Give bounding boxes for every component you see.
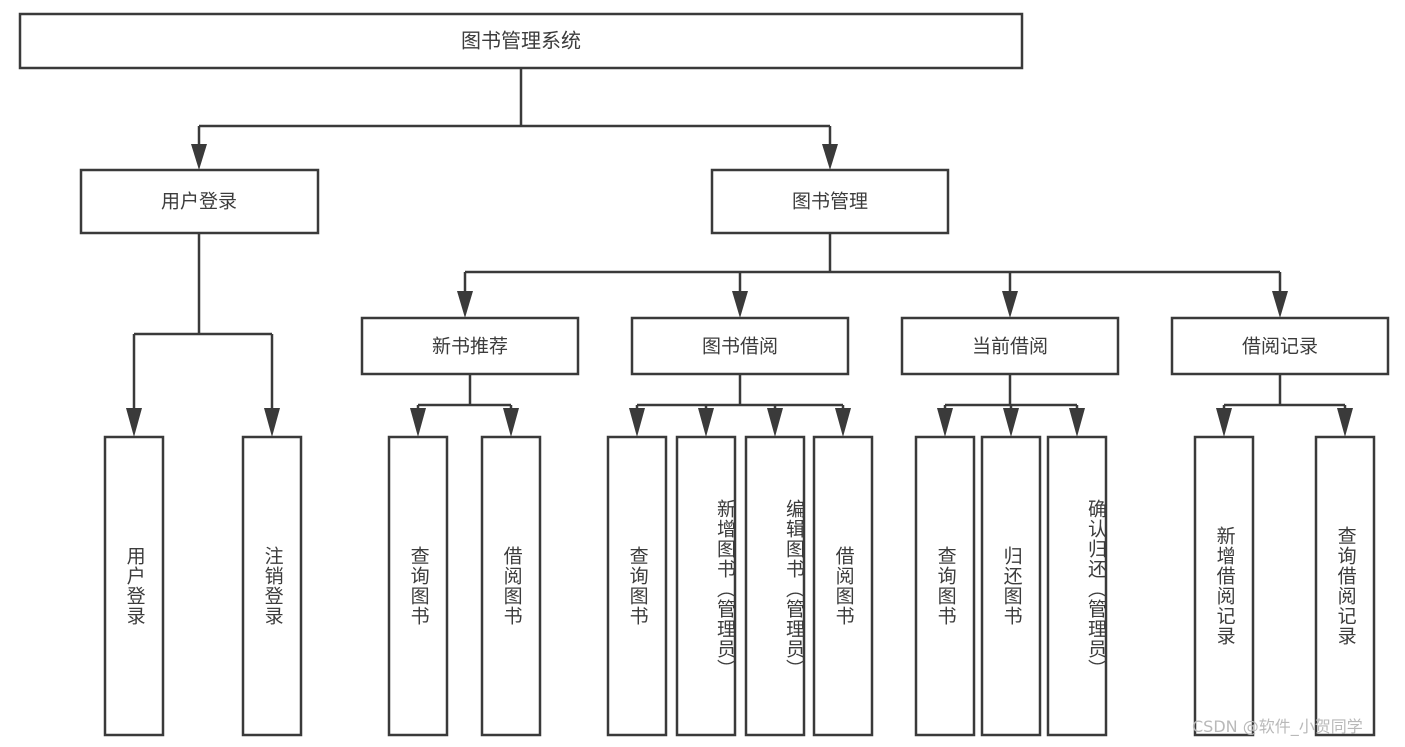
node-book-borrow-label: 图书借阅 bbox=[702, 336, 778, 358]
arrow-head-user-login bbox=[191, 144, 207, 170]
node-book-borrow[interactable]: 图书借阅 bbox=[630, 316, 850, 376]
arrow-head-leaf-add-record bbox=[1216, 408, 1232, 437]
node-user-login-box[interactable] bbox=[79, 168, 320, 235]
node-book-manage[interactable]: 图书管理 bbox=[710, 168, 950, 235]
arrow-head-leaf-add-book bbox=[698, 408, 714, 437]
connector-group-book-borrow bbox=[629, 374, 851, 437]
node-borrow-record-label: 借阅记录 bbox=[1242, 336, 1318, 358]
arrow-head-new-book-recommend bbox=[457, 291, 473, 318]
arrow-head-current-borrow bbox=[1002, 291, 1018, 318]
arrow-head-leaf-return-book bbox=[1003, 408, 1019, 437]
connector-group-user-login bbox=[126, 233, 280, 437]
arrow-head-leaf-borrow-book-1 bbox=[503, 408, 519, 437]
connector-group-book-manage bbox=[457, 233, 1288, 318]
leaf-box-group bbox=[103, 435, 1376, 737]
connector-group-new-book-recommend bbox=[410, 374, 519, 437]
node-root-label: 图书管理系统 bbox=[461, 29, 581, 53]
node-new-book-recommend[interactable]: 新书推荐 bbox=[360, 316, 580, 376]
arrow-head-book-manage bbox=[822, 144, 838, 170]
leaf-box-query-book-3[interactable] bbox=[914, 435, 976, 737]
node-new-book-recommend-box[interactable] bbox=[360, 316, 580, 376]
leaf-box-borrow-book-1[interactable] bbox=[480, 435, 542, 737]
leaf-box-user-logout[interactable] bbox=[241, 435, 303, 737]
connector-group-borrow-record bbox=[1216, 374, 1353, 437]
arrow-head-leaf-query-book-3 bbox=[937, 408, 953, 437]
arrow-head-leaf-edit-book bbox=[767, 408, 783, 437]
node-borrow-record[interactable]: 借阅记录 bbox=[1170, 316, 1390, 376]
arrow-head-leaf-query-book-2 bbox=[629, 408, 645, 437]
node-new-book-recommend-label: 新书推荐 bbox=[432, 336, 508, 358]
leaf-box-edit-book[interactable] bbox=[744, 435, 806, 737]
node-book-borrow-box[interactable] bbox=[630, 316, 850, 376]
node-user-login-label: 用户登录 bbox=[161, 191, 237, 213]
leaf-box-add-record[interactable] bbox=[1193, 435, 1255, 737]
arrow-head-leaf-user-login bbox=[126, 408, 142, 437]
connector-group-current-borrow bbox=[937, 374, 1085, 437]
node-current-borrow[interactable]: 当前借阅 bbox=[900, 316, 1120, 376]
node-root[interactable]: 图书管理系统 bbox=[18, 12, 1024, 70]
leaf-box-borrow-book-2[interactable] bbox=[812, 435, 874, 737]
arrow-head-borrow-record bbox=[1272, 291, 1288, 318]
node-current-borrow-box[interactable] bbox=[900, 316, 1120, 376]
node-book-manage-box[interactable] bbox=[710, 168, 950, 235]
leaf-box-query-book-1[interactable] bbox=[387, 435, 449, 737]
leaf-box-query-book-2[interactable] bbox=[606, 435, 668, 737]
csdn-watermark: CSDN @软件_小贺同学 bbox=[1192, 717, 1363, 736]
arrow-head-leaf-user-logout bbox=[264, 408, 280, 437]
leaf-box-user-login[interactable] bbox=[103, 435, 165, 737]
arrow-head-leaf-confirm-return bbox=[1069, 408, 1085, 437]
arrow-head-leaf-borrow-book-2 bbox=[835, 408, 851, 437]
node-borrow-record-box[interactable] bbox=[1170, 316, 1390, 376]
node-current-borrow-label: 当前借阅 bbox=[972, 336, 1048, 358]
node-user-login[interactable]: 用户登录 bbox=[79, 168, 320, 235]
arrow-head-leaf-query-book-1 bbox=[410, 408, 426, 437]
node-book-manage-label: 图书管理 bbox=[792, 191, 868, 213]
arrow-head-leaf-query-record bbox=[1337, 408, 1353, 437]
node-root-box[interactable] bbox=[18, 12, 1024, 70]
leaf-box-confirm-return[interactable] bbox=[1046, 435, 1108, 737]
connector-group-root bbox=[191, 68, 838, 170]
leaf-box-return-book[interactable] bbox=[980, 435, 1042, 737]
leaf-box-add-book[interactable] bbox=[675, 435, 737, 737]
leaf-box-query-record[interactable] bbox=[1314, 435, 1376, 737]
arrow-head-book-borrow bbox=[732, 291, 748, 318]
